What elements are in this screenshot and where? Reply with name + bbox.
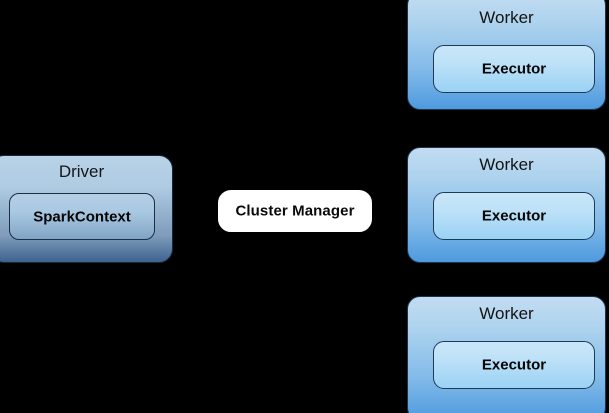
worker-node-2[interactable]: Worker Executor [407,147,606,263]
executor-label-3: Executor [481,356,547,374]
executor-node-3[interactable]: Executor [433,341,595,389]
executor-label-1: Executor [481,60,547,78]
worker-label-3: Worker [479,304,534,323]
worker-label-1: Worker [479,8,534,27]
driver-label: Driver [58,162,105,181]
executor-node-2[interactable]: Executor [433,192,595,240]
executor-label-2: Executor [481,207,547,225]
sparkcontext-label: SparkContext [33,208,131,225]
worker-node-3[interactable]: Worker Executor [407,296,606,413]
driver-node[interactable]: Driver SparkContext [0,155,173,263]
cluster-manager-label: Cluster Manager [235,202,355,220]
sparkcontext-node[interactable]: SparkContext [9,193,155,240]
executor-node-1[interactable]: Executor [433,45,595,93]
worker-label-2: Worker [479,155,534,174]
cluster-manager-node[interactable]: Cluster Manager [218,190,372,232]
worker-node-1[interactable]: Worker Executor [407,0,606,110]
